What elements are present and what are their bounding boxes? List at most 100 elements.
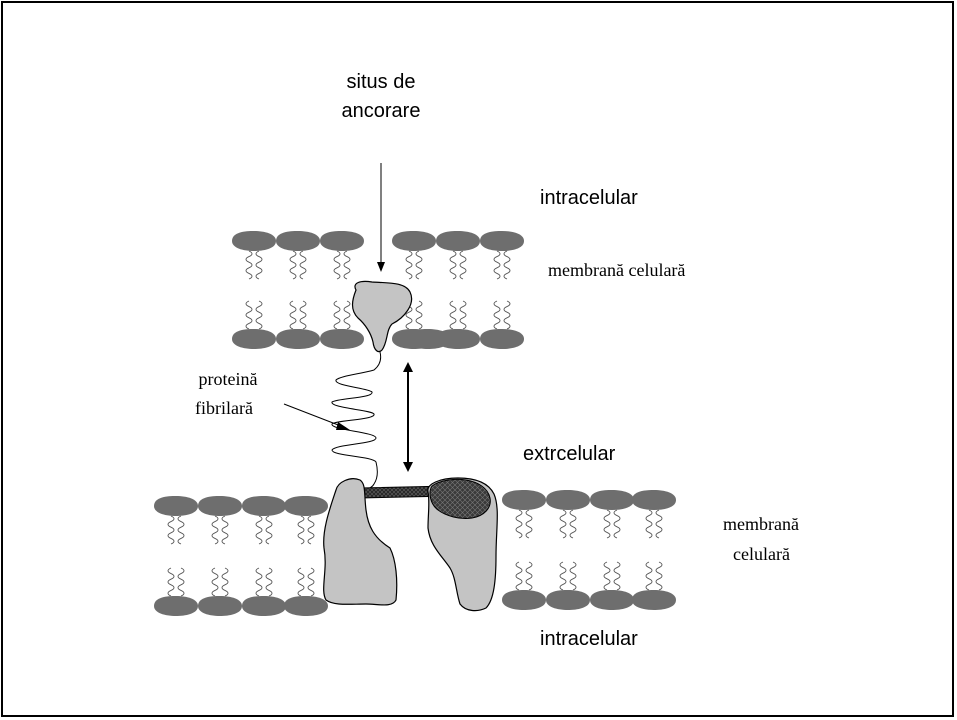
lipid-head: [284, 496, 328, 516]
lipid-tail: [570, 562, 576, 590]
lipid-head: [198, 596, 242, 616]
lipid-tail: [460, 251, 466, 279]
lipid-tail: [212, 568, 218, 596]
lipid-tail: [460, 301, 466, 329]
lipid-tail: [266, 516, 272, 544]
lipid-tail: [646, 510, 652, 538]
lipid-head: [590, 590, 634, 610]
lipid-tail: [416, 251, 422, 279]
lipid-head: [276, 329, 320, 349]
lipid-head: [546, 590, 590, 610]
lipid-tail: [334, 301, 340, 329]
lipid-head: [502, 590, 546, 610]
lipid-tail: [604, 510, 610, 538]
lipid-head: [232, 329, 276, 349]
lipid-head: [320, 231, 364, 251]
lipid-tail: [344, 251, 350, 279]
fibrillar-protein: [332, 352, 381, 492]
lipid-tail: [212, 516, 218, 544]
lipid-head: [242, 496, 286, 516]
lipid-tail: [298, 568, 304, 596]
lipid-tail: [168, 516, 174, 544]
intracellular-top-label: intracelular: [540, 187, 638, 209]
lipid-tail: [344, 301, 350, 329]
lipid-head: [480, 329, 524, 349]
lipid-tail: [526, 510, 532, 538]
lipid-tail: [656, 562, 662, 590]
lipid-head: [436, 231, 480, 251]
lipid-tail: [646, 562, 652, 590]
lipid-tail: [560, 510, 566, 538]
lipid-head: [590, 490, 634, 510]
lipid-tail: [308, 568, 314, 596]
lipid-tail: [256, 516, 262, 544]
lipid-tail: [494, 251, 500, 279]
lipid-tail: [256, 301, 262, 329]
lipid-tail: [504, 301, 510, 329]
lipid-tail: [256, 568, 262, 596]
fibrillar-pointer-arrowhead: [336, 422, 350, 430]
lipid-head: [232, 231, 276, 251]
lipid-head: [276, 231, 320, 251]
lipid-tail: [604, 562, 610, 590]
lipid-tail: [266, 568, 272, 596]
lipid-tail: [290, 301, 296, 329]
membrane-bottom-label-line1: membrană: [723, 514, 799, 534]
lipid-head: [632, 490, 676, 510]
extracellular-label: extrcelular: [523, 443, 616, 465]
anchor-pointer-arrowhead: [377, 262, 385, 272]
lipid-tail: [656, 510, 662, 538]
lipid-tail: [406, 251, 412, 279]
lipid-head: [480, 231, 524, 251]
lipid-tail: [516, 562, 522, 590]
lipid-head: [154, 496, 198, 516]
fibrillar-protein-label-line2: fibrilară: [195, 398, 253, 418]
lipid-head: [502, 490, 546, 510]
membrane-bottom-label-line2: celulară: [733, 544, 790, 564]
lipid-tail: [222, 516, 228, 544]
membrane-top-label: membrană celulară: [548, 260, 685, 280]
anchor-site-label-line2: ancorare: [342, 100, 421, 122]
lipid-head: [154, 596, 198, 616]
lipid-head: [392, 231, 436, 251]
intracellular-bottom-label: intracelular: [540, 628, 638, 650]
bottom-cell-membrane: [154, 490, 676, 616]
lipid-tail: [334, 251, 340, 279]
distance-arrowhead-up: [403, 362, 413, 372]
lipid-tail: [298, 516, 304, 544]
lipid-tail: [570, 510, 576, 538]
lipid-head: [284, 596, 328, 616]
distance-arrowhead-down: [403, 462, 413, 472]
lipid-head: [242, 596, 286, 616]
lipid-tail: [256, 251, 262, 279]
lipid-tail: [614, 562, 620, 590]
fibrillar-protein-label-line1: proteină: [199, 369, 258, 389]
lipid-head: [406, 329, 450, 349]
lipid-head: [198, 496, 242, 516]
lipid-tail: [290, 251, 296, 279]
fibrillar-pointer-line: [284, 404, 346, 428]
lipid-tail: [308, 516, 314, 544]
lipid-tail: [222, 568, 228, 596]
lipid-tail: [526, 562, 532, 590]
lipid-tail: [450, 301, 456, 329]
lipid-tail: [614, 510, 620, 538]
lipid-head: [320, 329, 364, 349]
lipid-tail: [168, 568, 174, 596]
lipid-tail: [246, 251, 252, 279]
lipid-tail: [450, 251, 456, 279]
anchor-site-label-line1: situs de: [347, 71, 416, 93]
lipid-tail: [300, 301, 306, 329]
lipid-tail: [178, 516, 184, 544]
lipid-tail: [516, 510, 522, 538]
lipid-tail: [416, 301, 422, 329]
lipid-tail: [246, 301, 252, 329]
lipid-tail: [560, 562, 566, 590]
lipid-tail: [504, 251, 510, 279]
lipid-tail: [178, 568, 184, 596]
lipid-tail: [300, 251, 306, 279]
lipid-head: [632, 590, 676, 610]
lipid-tail: [494, 301, 500, 329]
lipid-head: [546, 490, 590, 510]
